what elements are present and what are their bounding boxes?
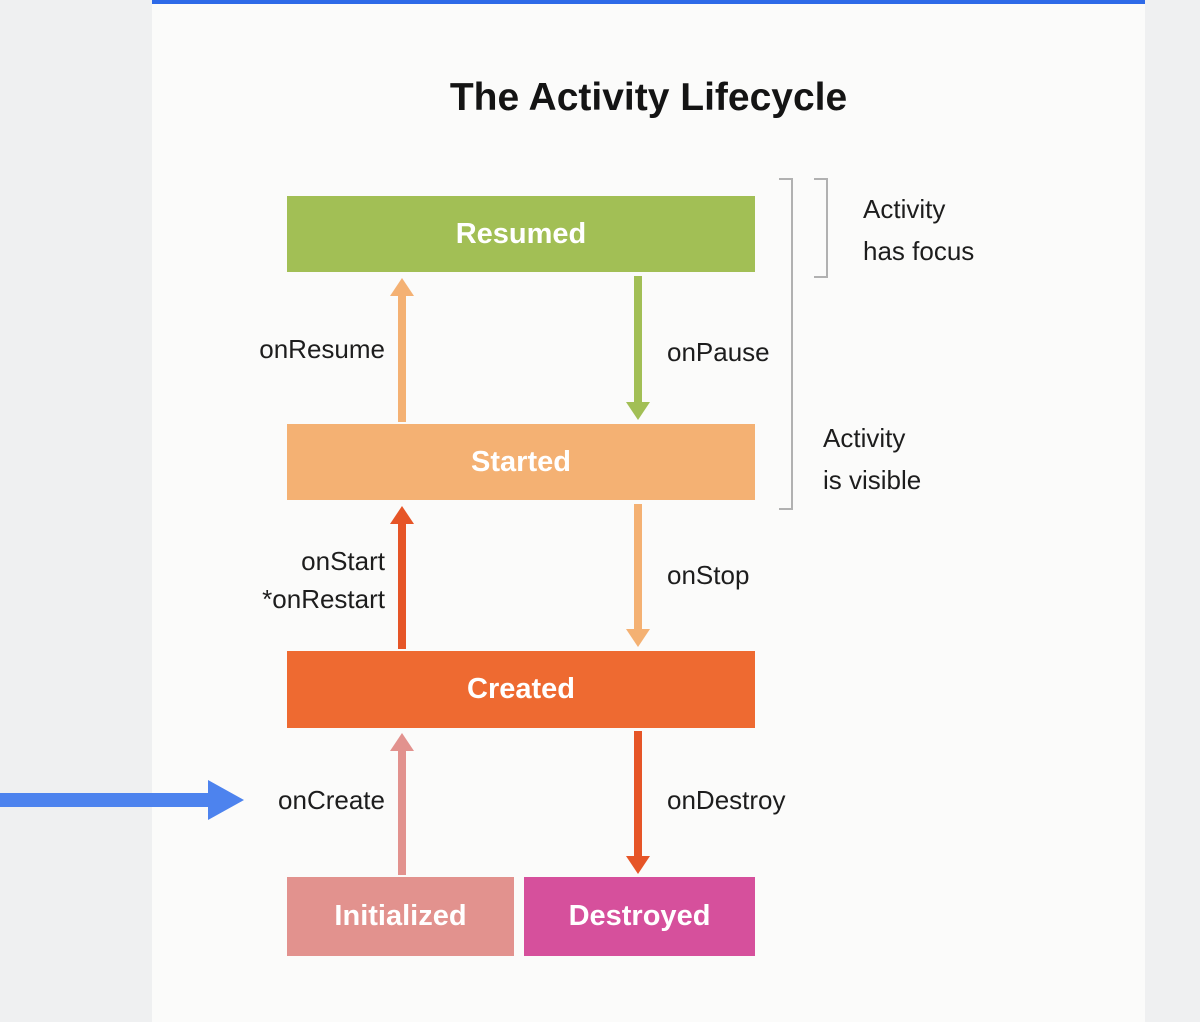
pointer-arrow-icon <box>0 780 244 820</box>
onstart-onrestart-label: onStart *onRestart <box>262 546 385 614</box>
content-card <box>152 0 1145 1022</box>
onresume-arrow-icon <box>390 278 414 422</box>
pointer-head-icon <box>208 780 244 820</box>
activity-focus-bracket <box>814 178 828 278</box>
onstop-label: onStop <box>667 560 750 590</box>
arrow-shaft <box>634 276 642 402</box>
arrow-shaft <box>634 504 642 629</box>
onpause-arrow-icon <box>626 276 650 420</box>
arrowhead-up-icon <box>390 278 414 296</box>
arrow-shaft <box>398 751 406 875</box>
state-box-resumed: Resumed <box>287 196 755 272</box>
arrow-shaft <box>634 731 642 856</box>
page-title: The Activity Lifecycle <box>449 76 848 119</box>
ondestroy-label: onDestroy <box>667 785 786 815</box>
arrowhead-down-icon <box>626 629 650 647</box>
pointer-shaft <box>0 793 208 807</box>
onstop-arrow-icon <box>626 504 650 647</box>
activity-has-focus-label: Activity has focus <box>863 194 975 266</box>
arrowhead-up-icon <box>390 506 414 524</box>
activity-is-visible-label: Activity is visible <box>823 423 922 495</box>
oncreate-arrow-icon <box>390 733 414 875</box>
state-box-destroyed: Destroyed <box>524 877 755 956</box>
arrowhead-down-icon <box>626 856 650 874</box>
activity-visible-bracket <box>779 178 793 510</box>
onstart-arrow-icon <box>390 506 414 649</box>
arrow-shaft <box>398 524 406 649</box>
top-accent-bar <box>152 0 1145 4</box>
arrowhead-up-icon <box>390 733 414 751</box>
state-box-initialized: Initialized <box>287 877 514 956</box>
onpause-label: onPause <box>667 337 770 367</box>
oncreate-label: onCreate <box>278 785 385 815</box>
onresume-label: onResume <box>259 334 385 364</box>
arrowhead-down-icon <box>626 402 650 420</box>
state-box-created: Created <box>287 651 755 728</box>
state-box-started: Started <box>287 424 755 500</box>
arrow-shaft <box>398 296 406 422</box>
ondestroy-arrow-icon <box>626 731 650 874</box>
